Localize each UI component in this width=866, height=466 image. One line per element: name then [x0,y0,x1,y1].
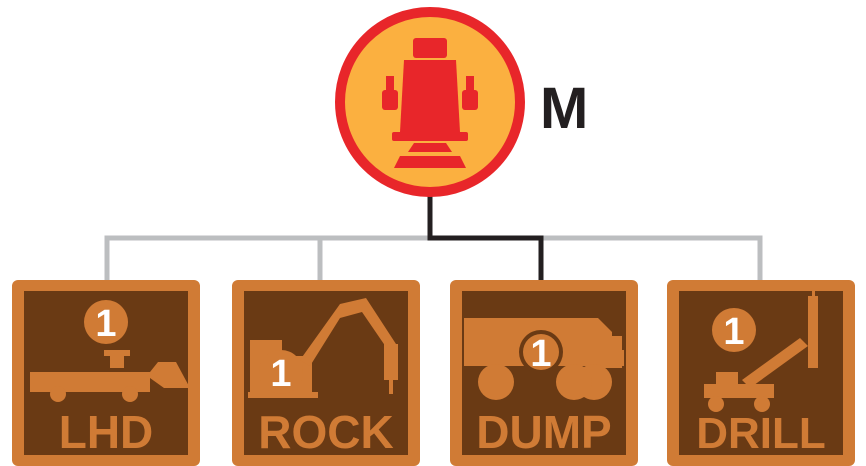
count-badge [259,350,303,394]
count-badge-text: 1 [530,333,551,375]
count-badge [84,300,128,344]
tile-label-rock: ROCK [258,406,393,458]
connector-line-inactive [104,235,763,280]
tile-label-dump: DUMP [476,406,611,458]
tile-label-lhd: LHD [59,406,154,458]
operator-node[interactable]: M [335,7,588,197]
tile-drill[interactable]: 1 DRILL [667,280,855,466]
tile-label-drill: DRILL [696,409,826,458]
drill-rig-icon [704,290,818,412]
tile-dump[interactable]: 1 DUMP [450,280,638,466]
count-badge [712,308,756,352]
lhd-loader-icon [30,350,190,402]
tile-rock[interactable]: 1 ROCK [232,280,420,466]
count-badge-text: 1 [95,303,116,345]
count-badge-text: 1 [723,311,744,353]
tile-lhd[interactable]: 1 LHD [12,280,200,466]
connector-lines [104,192,763,280]
operator-seat-icon [382,38,478,168]
connector-line-active [427,192,544,280]
count-badge-text: 1 [270,353,291,395]
operator-label: M [540,76,588,141]
count-badge [523,334,559,370]
